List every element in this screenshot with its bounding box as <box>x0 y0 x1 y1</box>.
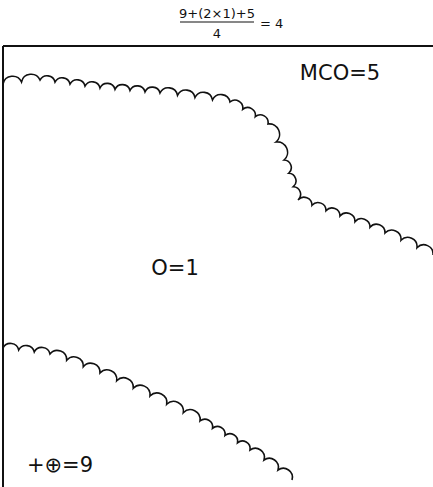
cloud-line <box>3 343 292 480</box>
frame-top <box>3 45 433 47</box>
zone-label: +⊕=9 <box>27 455 93 476</box>
zone-label: O=1 <box>151 258 199 279</box>
fraction-bar <box>180 21 254 22</box>
zone-label: MCO=5 <box>300 63 380 84</box>
equation-result: = 4 <box>260 17 283 30</box>
frame-left <box>2 46 4 487</box>
numerator: 9+(2×1)+5 <box>179 7 255 20</box>
cloud-line <box>3 74 433 255</box>
denominator: 4 <box>213 27 221 40</box>
cloud-boundaries <box>3 74 433 480</box>
